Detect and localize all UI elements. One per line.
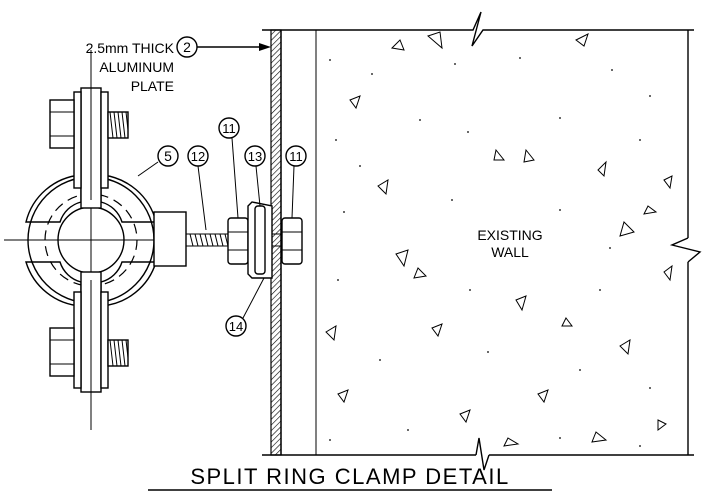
callout-5: 5 [137, 145, 179, 177]
callout-12: 12 [187, 145, 209, 231]
concrete-texture [325, 31, 673, 447]
svg-text:2: 2 [183, 39, 191, 55]
callout-11-left: 11 [218, 117, 240, 219]
lower-clamp-bolt [49, 271, 129, 430]
svg-text:12: 12 [191, 149, 205, 164]
plate-note-line3: PLATE [131, 78, 174, 94]
title-text: SPLIT RING CLAMP DETAIL [190, 464, 509, 489]
callout-11-right: 11 [285, 145, 307, 219]
upper-clamp-bolt [49, 50, 129, 209]
svg-text:14: 14 [229, 319, 243, 334]
wall-label-line2: WALL [491, 244, 529, 260]
callout-13: 13 [244, 145, 266, 207]
callout-2: 2 [176, 36, 271, 58]
plate-note-line2: ALUMINUM [99, 59, 174, 75]
svg-text:11: 11 [222, 121, 236, 136]
callout-14: 14 [225, 277, 265, 337]
right-hex-nut [281, 217, 303, 265]
plate-note-line1: 2.5mm THICK [86, 40, 175, 56]
wall-label-line1: EXISTING [477, 227, 542, 243]
svg-text:11: 11 [289, 149, 303, 164]
flat-washer [254, 205, 266, 275]
svg-text:13: 13 [248, 149, 262, 164]
split-ring-clamp [4, 168, 187, 312]
svg-text:5: 5 [164, 148, 172, 164]
left-hex-nut [227, 217, 249, 265]
drawing-title: SPLIT RING CLAMP DETAIL [148, 464, 552, 491]
